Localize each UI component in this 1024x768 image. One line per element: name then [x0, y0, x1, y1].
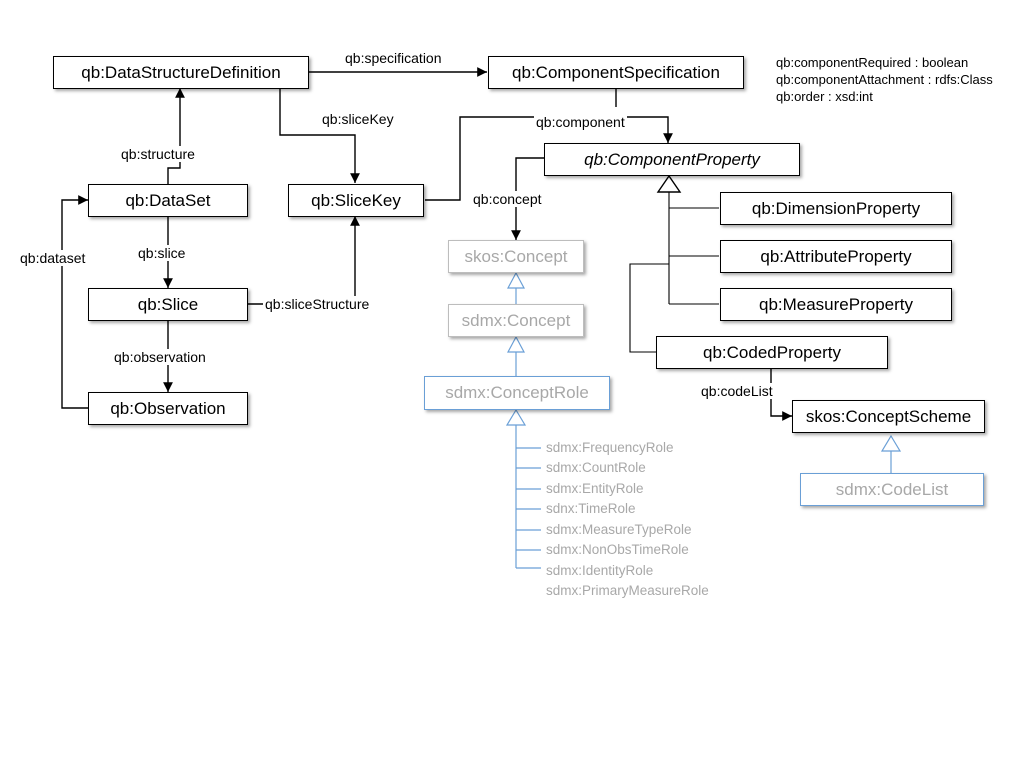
node-data-structure-definition: qb:DataStructureDefinition: [53, 56, 309, 89]
label-observation: qb:observation: [112, 349, 208, 365]
label-concept: qb:concept: [471, 191, 544, 207]
node-coded-property: qb:CodedProperty: [656, 336, 888, 369]
label-slicekey: qb:sliceKey: [322, 111, 394, 127]
edge-component-from-slicekey: [425, 116, 673, 201]
node-component-property: qb:ComponentProperty: [544, 143, 800, 176]
concept-role-item: sdmx:NonObsTimeRole: [546, 542, 689, 557]
concept-role-item: sdmx:CountRole: [546, 460, 646, 475]
label-slice: qb:slice: [136, 245, 188, 261]
blue-triangle-concept: [507, 271, 525, 289]
node-attribute-property: qb:AttributeProperty: [720, 240, 952, 273]
edge-structure: [167, 88, 185, 185]
blue-triangle-role: [505, 408, 527, 426]
attribute-component-attachment: qb:componentAttachment : rdfs:Class: [776, 72, 993, 87]
label-component: qb:component: [534, 114, 627, 130]
node-sdmx-concept-role: sdmx:ConceptRole: [424, 376, 610, 410]
node-measure-property: qb:MeasureProperty: [720, 288, 952, 321]
label-specification: qb:specification: [345, 50, 442, 66]
attribute-component-required: qb:componentRequired : boolean: [776, 55, 969, 70]
node-skos-concept-scheme: skos:ConceptScheme: [792, 400, 985, 433]
node-observation: qb:Observation: [88, 392, 248, 425]
label-slice-structure: qb:sliceStructure: [263, 296, 372, 312]
concept-role-item: sdmx:PrimaryMeasureRole: [546, 583, 709, 598]
edge-dataset: [61, 195, 88, 409]
node-dataset: qb:DataSet: [88, 184, 248, 217]
concept-role-item: sdmx:FrequencyRole: [546, 440, 674, 455]
label-codelist: qb:codeList: [699, 383, 775, 399]
node-sdmx-codelist: sdmx:CodeList: [800, 473, 984, 506]
node-slice: qb:Slice: [88, 288, 248, 321]
node-slice-key: qb:SliceKey: [288, 184, 424, 217]
node-sdmx-concept: sdmx:Concept: [448, 304, 584, 337]
concept-role-item: sdnx:TimeRole: [546, 501, 636, 516]
blue-triangle-scheme: [880, 434, 902, 452]
inherit-coded: [629, 263, 669, 353]
node-dimension-property: qb:DimensionProperty: [720, 192, 952, 225]
edge-slicekey: [279, 88, 360, 183]
concept-role-item: sdmx:IdentityRole: [546, 563, 654, 578]
blue-triangle-sdmx-concept: [507, 335, 525, 353]
inherit-triangle: [656, 174, 682, 193]
label-structure: qb:structure: [119, 146, 197, 162]
node-skos-concept: skos:Concept: [448, 240, 584, 273]
node-component-specification: qb:ComponentSpecification: [488, 56, 744, 89]
label-dataset: qb:dataset: [18, 250, 88, 266]
edge-slicestructure: [248, 216, 360, 305]
attribute-order: qb:order : xsd:int: [776, 89, 873, 104]
concept-role-item: sdmx:EntityRole: [546, 481, 644, 496]
edge-concept: [511, 157, 545, 240]
concept-role-item: sdmx:MeasureTypeRole: [546, 522, 692, 537]
